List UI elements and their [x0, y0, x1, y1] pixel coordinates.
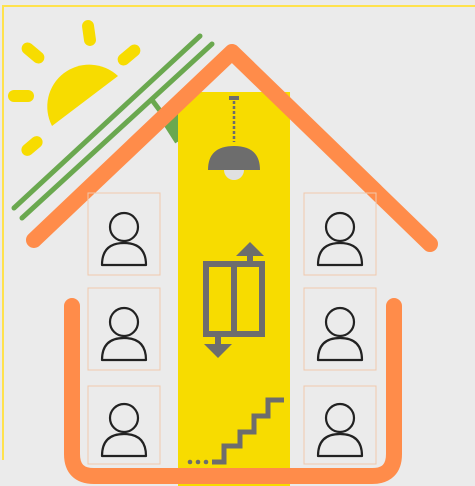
diagram-canvas [0, 0, 475, 486]
building-diagram [0, 0, 475, 486]
